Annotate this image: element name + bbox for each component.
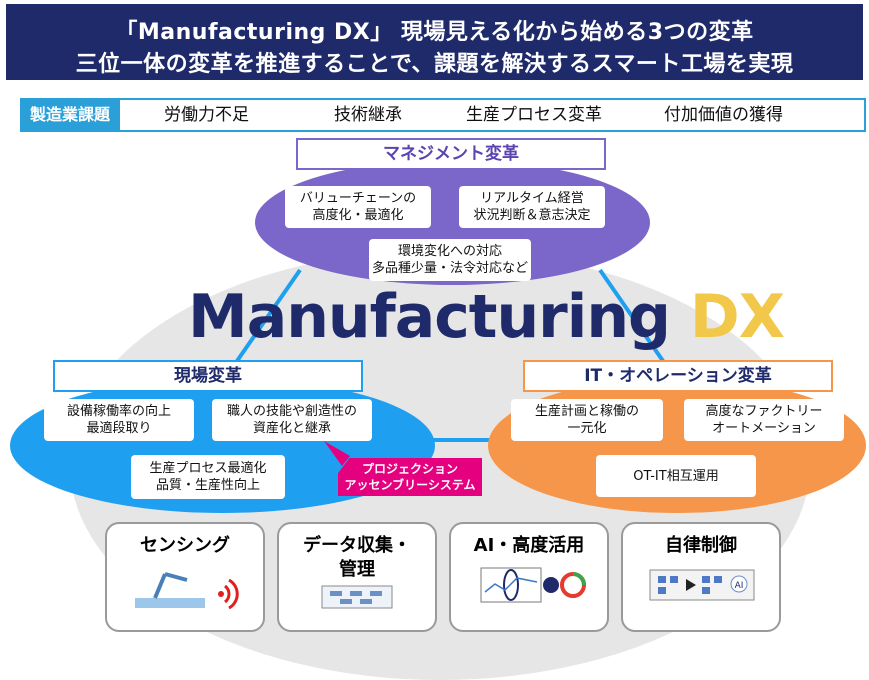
callout-pointer bbox=[324, 441, 350, 466]
issues-label: 製造業課題 bbox=[20, 98, 120, 132]
it-ops-box-automation: 高度なファクトリーオートメーション bbox=[684, 399, 844, 441]
header-title-line2: 三位一体の変革を推進することで、課題を解決するスマート工場を実現 bbox=[75, 52, 794, 77]
svg-text:AI: AI bbox=[735, 581, 744, 591]
card-sensing-title: センシング bbox=[140, 535, 230, 556]
genba-title: 現場変革 bbox=[53, 360, 363, 392]
card-data-collection-title: データ収集・ 管理 bbox=[303, 535, 411, 580]
projection-assembly-tag: プロジェクションアッセンブリーシステム bbox=[338, 458, 482, 496]
autonomous-control-icon: AI bbox=[649, 569, 755, 601]
issues-bar: 製造業課題 労働力不足 技術継承 生産プロセス変革 付加価値の獲得 bbox=[20, 98, 866, 132]
management-title: マネジメント変革 bbox=[296, 138, 606, 170]
issue-item: 生産プロセス変革 bbox=[466, 105, 602, 125]
card-data-collection: データ収集・ 管理 bbox=[277, 522, 437, 632]
manufacturing-dx-logo: Manufacturing DX bbox=[188, 282, 785, 352]
genba-box-craftsman: 職人の技能や創造性の資産化と継承 bbox=[212, 399, 372, 441]
data-network-icon bbox=[321, 585, 393, 609]
card-autonomous: 自律制御 AI bbox=[621, 522, 781, 632]
management-box-environment: 環境変化への対応多品種少量・法令対応など bbox=[369, 239, 531, 281]
it-ops-box-ot-it: OT-IT相互運用 bbox=[596, 455, 756, 497]
genba-box-process: 生産プロセス最適化品質・生産性向上 bbox=[131, 455, 285, 499]
issue-item: 労働力不足 bbox=[164, 105, 249, 125]
issue-item: 技術継承 bbox=[334, 105, 402, 125]
ai-analysis-icon bbox=[480, 567, 586, 603]
card-sensing: センシング bbox=[105, 522, 265, 632]
header-banner: 「Manufacturing DX」 現場見える化から始める3つの変革 三位一体… bbox=[6, 4, 863, 80]
card-ai-title: AI・高度活用 bbox=[473, 535, 585, 556]
robot-arm-sensor-icon bbox=[135, 572, 239, 610]
card-ai: AI・高度活用 bbox=[449, 522, 609, 632]
it-ops-title: IT・オペレーション変革 bbox=[523, 360, 833, 392]
management-box-realtime: リアルタイム経営状況判断＆意志決定 bbox=[459, 186, 605, 228]
card-autonomous-title: 自律制御 bbox=[665, 535, 737, 556]
it-ops-box-planning: 生産計画と稼働の一元化 bbox=[511, 399, 663, 441]
header-title-line1: 「Manufacturing DX」 現場見える化から始める3つの変革 bbox=[115, 20, 754, 45]
management-box-value-chain: バリューチェーンの高度化・最適化 bbox=[285, 186, 431, 228]
genba-box-utilization: 設備稼働率の向上最適段取り bbox=[44, 399, 194, 441]
issue-item: 付加価値の獲得 bbox=[664, 105, 783, 125]
